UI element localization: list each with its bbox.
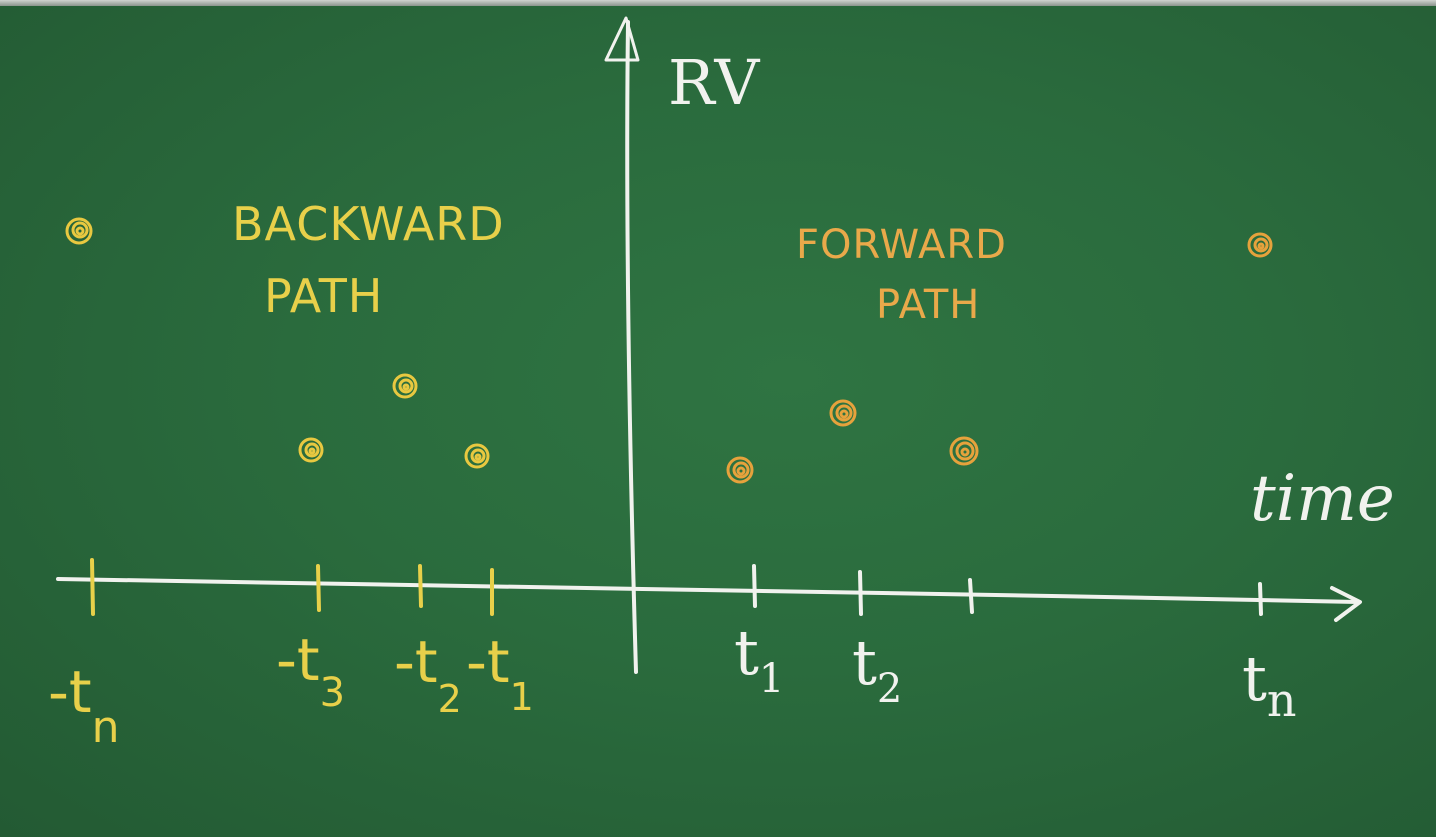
tick-label-t1: t1 xyxy=(734,616,784,702)
point-t3 xyxy=(949,436,979,466)
forward-points xyxy=(726,232,1273,484)
point-t2 xyxy=(829,399,857,427)
tick-t2 xyxy=(858,570,863,616)
tick-t1 xyxy=(752,564,757,608)
tick-label-minus-t1: -t1 xyxy=(466,628,534,719)
vertical-axis xyxy=(625,20,638,674)
board-frame xyxy=(0,0,1436,6)
forward-label-line2: PATH xyxy=(876,282,980,328)
tick-label-minus-t2: -t2 xyxy=(394,628,462,721)
tick-tn xyxy=(1258,582,1263,616)
forward-tick-labels: t1 t2 tn xyxy=(734,616,1297,727)
point-t1 xyxy=(726,456,754,484)
tick-label-minus-tn: -tn xyxy=(48,658,120,753)
backward-ticks xyxy=(90,558,494,616)
horizontal-axis xyxy=(56,577,1360,604)
vertical-axis-arrowhead xyxy=(604,16,640,62)
tick-label-minus-t3: -t3 xyxy=(276,626,345,716)
x-axis-label: time xyxy=(1250,462,1395,536)
backward-label-line2: PATH xyxy=(264,269,383,323)
tick-t3 xyxy=(968,578,974,614)
forward-label-line1: FORWARD xyxy=(796,222,1007,268)
y-axis-label: RV xyxy=(668,46,761,119)
tick-label-t2: t2 xyxy=(852,626,902,712)
point-minus-t2 xyxy=(392,373,418,399)
tick-minus-t3 xyxy=(316,564,321,612)
point-minus-t1 xyxy=(464,443,490,469)
backward-tick-labels: -tn -t3 -t2 -t1 xyxy=(48,626,534,753)
backward-label-line1: BACKWARD xyxy=(232,197,505,251)
horizontal-axis-arrowhead xyxy=(1330,586,1362,622)
tick-label-tn: tn xyxy=(1242,642,1297,727)
tick-minus-tn xyxy=(90,558,95,616)
backward-points xyxy=(65,217,490,469)
point-minus-tn xyxy=(65,217,93,245)
forward-ticks xyxy=(752,564,1263,616)
point-minus-t3 xyxy=(298,437,324,463)
point-tn xyxy=(1247,232,1273,258)
tick-minus-t2 xyxy=(418,564,423,608)
